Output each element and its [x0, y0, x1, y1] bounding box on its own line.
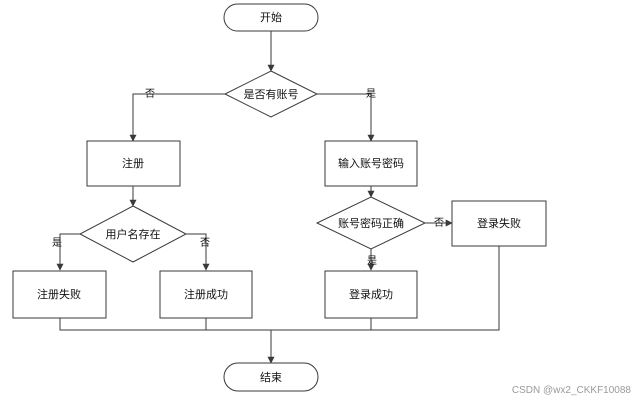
node-register-fail: 注册失败	[12, 270, 107, 319]
node-register-success-label: 注册成功	[184, 287, 228, 301]
edge-login-success-down	[271, 318, 372, 331]
node-end: 结束	[223, 362, 319, 392]
node-register: 注册	[86, 140, 181, 187]
label-has-account-no: 否	[145, 88, 155, 100]
label-username-exists-no: 否	[200, 237, 210, 249]
label-has-account-yes: 是	[366, 88, 376, 100]
node-register-success: 注册成功	[159, 270, 253, 319]
edges	[56, 31, 500, 364]
node-input-credentials: 输入账号密码	[324, 140, 418, 187]
node-username-exists-decision: 用户名存在	[78, 205, 188, 263]
node-login-fail: 登录失败	[451, 200, 547, 247]
node-start: 开始	[223, 3, 319, 32]
edge-labels: 否 是 是 否 否 是	[52, 88, 444, 267]
node-login-success-label: 登录成功	[349, 287, 393, 301]
node-input-credentials-label: 输入账号密码	[338, 156, 404, 170]
node-start-label: 开始	[260, 10, 282, 24]
node-register-fail-label: 注册失败	[37, 287, 81, 301]
node-username-exists-label: 用户名存在	[106, 227, 161, 241]
node-login-fail-label: 登录失败	[477, 216, 521, 230]
label-username-exists-yes: 是	[52, 237, 62, 249]
edge-username-yes-to-register-fail	[56, 233, 80, 271]
label-credentials-correct-no: 否	[434, 217, 444, 229]
node-end-label: 结束	[260, 371, 282, 384]
node-register-label: 注册	[122, 156, 144, 170]
node-credentials-correct-decision: 账号密码正确	[315, 196, 427, 250]
node-login-success: 登录成功	[324, 270, 418, 319]
edge-login-fail-down	[371, 246, 500, 331]
nodes: 开始 是否有账号 注册 输入账号密码 用户名存在 账号密码正确 登录失败	[12, 3, 547, 392]
node-has-account-decision: 是否有账号	[223, 70, 319, 118]
edge-decision-no-to-register	[129, 93, 225, 142]
node-credentials-correct-label: 账号密码正确	[338, 216, 404, 230]
edge-decision-yes-to-input	[317, 93, 375, 142]
edge-username-no-to-register-success	[186, 233, 210, 271]
watermark: CSDN @wx2_CKKF10088	[511, 385, 631, 396]
label-credentials-correct-yes: 是	[367, 255, 377, 267]
node-has-account-label: 是否有账号	[244, 87, 299, 101]
edge-register-fail-down	[59, 318, 271, 331]
